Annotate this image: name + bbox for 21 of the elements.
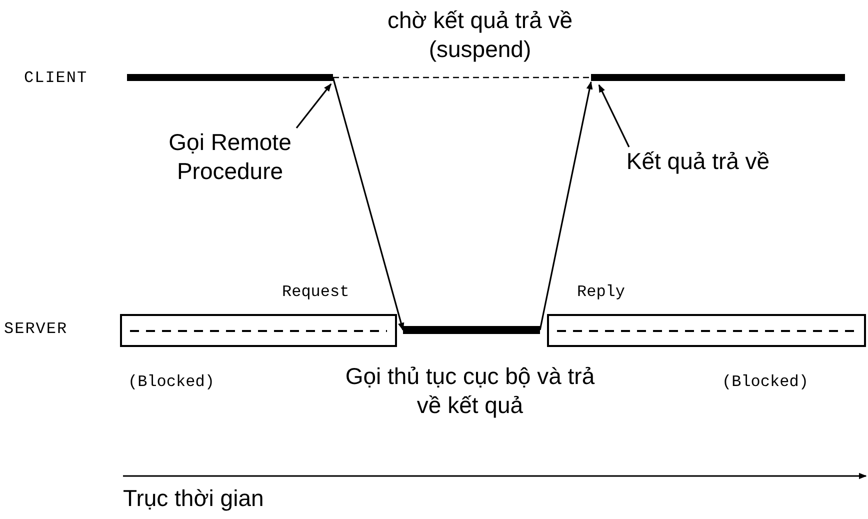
blocked-box: [547, 314, 866, 347]
annotation-text: Kết quả trả về: [583, 147, 813, 177]
edge-label: chờ kết quả trả về (suspend): [386, 6, 574, 64]
timeline-bar: [591, 74, 845, 81]
axis-label: Trục thời gian: [123, 484, 264, 513]
state-label: (Blocked): [128, 373, 216, 391]
leader-line: [598, 84, 630, 148]
edge-label: Reply: [577, 283, 626, 301]
timeline-bar: [127, 74, 333, 81]
blocked-box: [120, 314, 397, 347]
lane-label: CLIENT: [24, 69, 88, 87]
process-caption: Gọi thủ tục cục bộ và trả về kết quả: [344, 362, 596, 420]
state-label: (Blocked): [722, 373, 810, 391]
waiting-line: [333, 76, 591, 78]
timeline-bar: [403, 326, 540, 334]
leader-line: [296, 83, 332, 128]
lane-label: SERVER: [4, 320, 68, 338]
message-arrow: [332, 77, 404, 331]
message-arrow: [539, 81, 593, 330]
edge-label: Request: [282, 283, 350, 301]
annotation-text: Gọi Remote Procedure: [135, 128, 325, 188]
